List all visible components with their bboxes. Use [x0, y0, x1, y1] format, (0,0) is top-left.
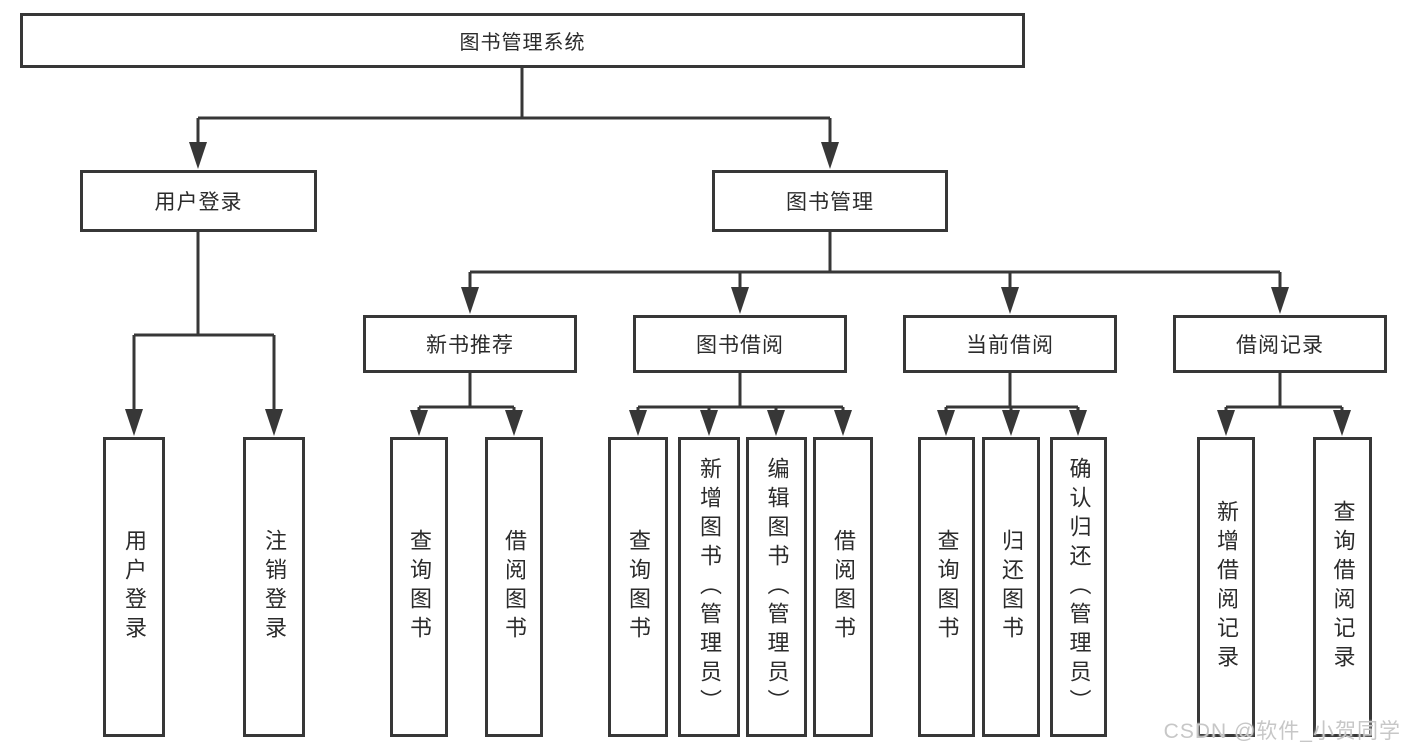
connector-book-mgmt-to-sections [461, 232, 1289, 314]
leaf-label: 注销登录 [262, 529, 287, 645]
leaf-return-books: 归还图书 [982, 437, 1040, 737]
node-book-borrow: 图书借阅 [633, 315, 847, 373]
leaf-label: 新增借阅记录 [1214, 500, 1239, 674]
leaf-confirm-return-admin: 确认归还（管理员） [1050, 437, 1107, 737]
leaf-query-books-2: 查询图书 [608, 437, 668, 737]
node-root: 图书管理系统 [20, 13, 1025, 68]
leaf-label: 用户登录 [122, 529, 147, 645]
leaf-borrow-books-1: 借阅图书 [485, 437, 543, 737]
connector-book-borrow-to-leaves [629, 373, 852, 436]
leaf-borrow-books-2: 借阅图书 [813, 437, 873, 737]
leaf-add-books-admin: 新增图书（管理员） [678, 437, 740, 737]
leaf-label: 查询借阅记录 [1330, 500, 1356, 674]
leaf-label: 借阅图书 [831, 529, 856, 645]
leaf-label: 确认归还（管理员） [1066, 456, 1092, 718]
connector-user-login-to-leaves [125, 232, 283, 436]
node-book-mgmt: 图书管理 [712, 170, 948, 232]
node-label: 当前借阅 [966, 334, 1054, 357]
connector-new-book-rec-to-leaves [410, 373, 523, 436]
leaf-query-books-3: 查询图书 [918, 437, 975, 737]
leaf-label: 新增图书（管理员） [697, 456, 722, 718]
node-label: 用户登录 [154, 191, 243, 214]
node-root-label: 图书管理系统 [459, 32, 586, 54]
connector-borrow-records-to-leaves [1217, 373, 1351, 436]
csdn-watermark: CSDN @软件_小贺同学 [1163, 720, 1401, 743]
leaf-query-borrow-record: 查询借阅记录 [1313, 437, 1372, 737]
leaf-label: 查询图书 [934, 529, 960, 645]
connector-current-borrow-to-leaves [937, 373, 1087, 436]
leaf-query-books-1: 查询图书 [390, 437, 448, 737]
node-label: 图书借阅 [696, 334, 784, 357]
leaf-add-borrow-record: 新增借阅记录 [1197, 437, 1255, 737]
leaf-label: 归还图书 [999, 529, 1024, 645]
node-user-login-branch: 用户登录 [80, 170, 317, 232]
leaf-logout: 注销登录 [243, 437, 305, 737]
leaf-label: 查询图书 [626, 529, 651, 645]
node-label: 新书推荐 [426, 334, 514, 357]
leaf-label: 借阅图书 [502, 529, 527, 645]
node-new-book-rec: 新书推荐 [363, 315, 577, 373]
node-borrow-records: 借阅记录 [1173, 315, 1387, 373]
leaf-label: 编辑图书（管理员） [764, 456, 790, 718]
leaf-label: 查询图书 [407, 529, 432, 645]
connector-root-to-branches [189, 68, 839, 169]
node-label: 图书管理 [786, 191, 874, 214]
node-current-borrow: 当前借阅 [903, 315, 1117, 373]
node-label: 借阅记录 [1236, 334, 1324, 357]
leaf-user-login: 用户登录 [103, 437, 165, 737]
leaf-edit-books-admin: 编辑图书（管理员） [746, 437, 807, 737]
